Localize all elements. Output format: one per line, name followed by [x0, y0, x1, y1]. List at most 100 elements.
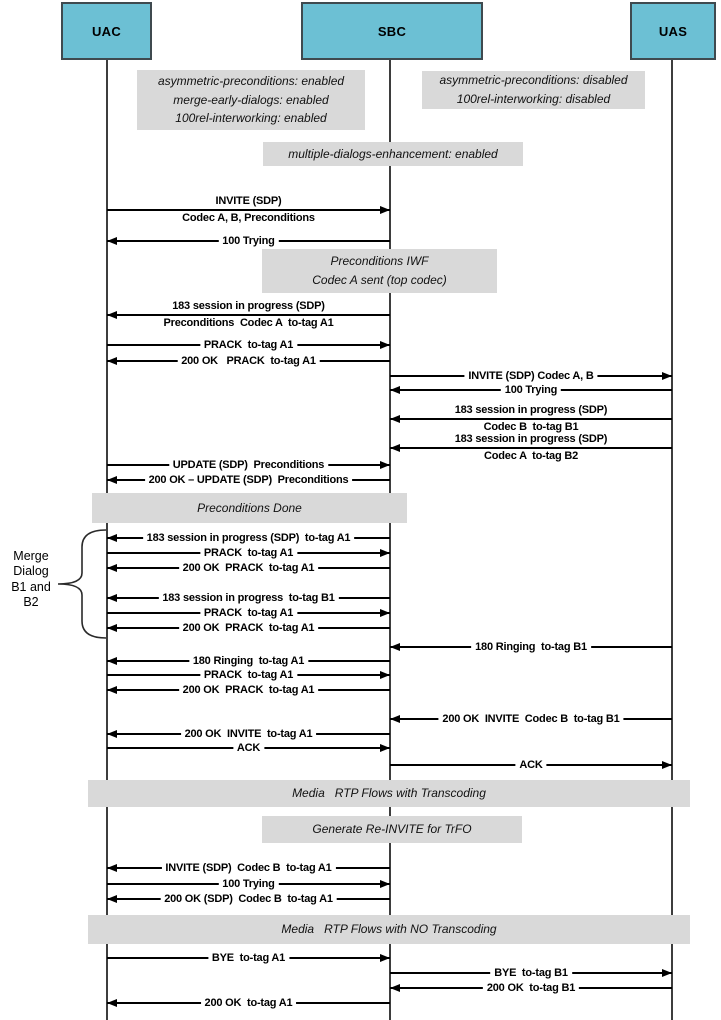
message-32-sbc-to-uac: 200 OK to-tag A1	[107, 996, 390, 1010]
message-25-sbc-to-uas: ACK	[390, 758, 672, 772]
arrowhead-icon	[380, 341, 390, 349]
message-line	[107, 314, 390, 316]
message-17-sbc-to-uac: 200 OK PRACK to-tag A1	[107, 621, 390, 635]
arrowhead-icon	[662, 761, 672, 769]
arrowhead-icon	[107, 999, 117, 1007]
message-8-uas-to-sbc: 183 session in progress (SDP) Codec B to-…	[390, 403, 672, 434]
merge-dialog-line: Dialog	[13, 564, 49, 579]
message-label: 183 session in progress (SDP)	[450, 432, 612, 445]
note-line: asymmetric-preconditions: enabled	[157, 74, 345, 89]
message-label2: Codec A, B, Preconditions	[178, 212, 319, 225]
message-16-uac-to-sbc: PRACK to-tag A1	[107, 606, 390, 620]
message-20-uac-to-sbc: PRACK to-tag A1	[107, 668, 390, 682]
message-line	[390, 418, 672, 420]
message-26-sbc-to-uac: INVITE (SDP) Codec B to-tag A1	[107, 861, 390, 875]
arrowhead-icon	[380, 206, 390, 214]
message-label: 183 session in progress (SDP) to-tag A1	[142, 531, 355, 545]
arrowhead-icon	[107, 864, 117, 872]
arrowhead-icon	[107, 237, 117, 245]
note-line: Generate Re-INVITE for TrFO	[312, 822, 472, 837]
message-label: ACK	[515, 758, 547, 772]
arrowhead-icon	[390, 444, 400, 452]
note-media-transcoding: Media RTP Flows with Transcoding	[88, 780, 690, 807]
arrowhead-icon	[107, 476, 117, 484]
message-label: 180 Ringing to-tag B1	[471, 640, 591, 654]
message-6-sbc-to-uas: INVITE (SDP) Codec A, B	[390, 369, 672, 383]
message-label: 200 OK to-tag A1	[200, 996, 297, 1010]
arrowhead-icon	[662, 372, 672, 380]
message-4-uac-to-sbc: PRACK to-tag A1	[107, 338, 390, 352]
arrowhead-icon	[107, 686, 117, 694]
message-label: INVITE (SDP)	[211, 194, 286, 207]
message-10-uac-to-sbc: UPDATE (SDP) Preconditions	[107, 458, 390, 472]
arrowhead-icon	[390, 386, 400, 394]
actor-sbc: SBC	[301, 2, 483, 60]
message-5-sbc-to-uac: 200 OK PRACK to-tag A1	[107, 354, 390, 368]
message-label: INVITE (SDP) Codec A, B	[464, 369, 598, 383]
message-3-sbc-to-uac: 183 session in progress (SDP)Preconditio…	[107, 299, 390, 330]
message-label: 200 OK INVITE Codec B to-tag B1	[438, 712, 624, 726]
message-line	[390, 447, 672, 449]
arrowhead-icon	[107, 564, 117, 572]
message-1-uac-to-sbc: INVITE (SDP) Codec A, B, Preconditions	[107, 194, 390, 225]
actor-uac: UAC	[61, 2, 152, 60]
note-line: Media RTP Flows with NO Transcoding	[281, 922, 497, 937]
message-21-sbc-to-uac: 200 OK PRACK to-tag A1	[107, 683, 390, 697]
message-label: 100 Trying	[500, 383, 562, 397]
message-27-uac-to-sbc: 100 Trying	[107, 877, 390, 891]
note-line: Preconditions IWF	[330, 254, 429, 269]
note-preconditions-iwf: Preconditions IWF Codec A sent (top codec…	[262, 249, 497, 293]
message-28-sbc-to-uac: 200 OK (SDP) Codec B to-tag A1	[107, 892, 390, 906]
message-label: 100 Trying	[218, 234, 279, 248]
message-label2: Codec B to-tag B1	[479, 421, 583, 434]
arrowhead-icon	[107, 657, 117, 665]
arrowhead-icon	[107, 624, 117, 632]
note-line: Codec A sent (top codec)	[312, 273, 447, 287]
actor-uas-label: UAS	[658, 23, 688, 39]
message-label: 200 OK (SDP) Codec B to-tag A1	[160, 892, 337, 906]
message-label: BYE to-tag B1	[490, 966, 572, 980]
lifeline-uas	[671, 60, 673, 1020]
message-label: 200 OK PRACK to-tag A1	[177, 354, 320, 368]
message-label: 183 session in progress to-tag B1	[158, 591, 339, 605]
message-label: INVITE (SDP) Codec B to-tag A1	[161, 861, 336, 875]
actor-sbc-label: SBC	[377, 23, 407, 39]
arrowhead-icon	[390, 984, 400, 992]
merge-dialog-line: B1 and	[11, 579, 51, 594]
message-15-sbc-to-uac: 183 session in progress to-tag B1	[107, 591, 390, 605]
message-9-uas-to-sbc: 183 session in progress (SDP)Codec A to-…	[390, 432, 672, 463]
note-line: Preconditions Done	[197, 500, 302, 515]
message-19-sbc-to-uac: 180 Ringing to-tag A1	[107, 654, 390, 668]
arrowhead-icon	[380, 954, 390, 962]
actor-uac-label: UAC	[91, 23, 122, 39]
merge-dialog-label: Merge Dialog B1 and B2	[4, 549, 58, 610]
arrowhead-icon	[107, 534, 117, 542]
message-label: 200 OK PRACK to-tag A1	[178, 621, 319, 635]
arrowhead-icon	[380, 609, 390, 617]
arrowhead-icon	[390, 415, 400, 423]
note-line: merge-early-dialogs: enabled	[173, 92, 329, 107]
note-line: 100rel-interworking: enabled	[175, 111, 327, 126]
arrowhead-icon	[390, 643, 400, 651]
arrowhead-icon	[390, 715, 400, 723]
note-generate-reinvite: Generate Re-INVITE for TrFO	[262, 816, 522, 843]
arrowhead-icon	[380, 671, 390, 679]
message-label2: Preconditions Codec A to-tag A1	[159, 317, 338, 330]
message-label: PRACK to-tag A1	[199, 546, 298, 560]
message-31-uas-to-sbc: 200 OK to-tag B1	[390, 981, 672, 995]
actor-uas: UAS	[630, 2, 716, 60]
message-label: BYE to-tag A1	[207, 951, 290, 965]
arrowhead-icon	[107, 357, 117, 365]
note-line: Media RTP Flows with Transcoding	[292, 786, 486, 801]
message-label: 183 session in progress (SDP)	[450, 403, 612, 416]
message-22-uas-to-sbc: 200 OK INVITE Codec B to-tag B1	[390, 712, 672, 726]
message-24-uac-to-sbc: ACK	[107, 741, 390, 755]
message-label: PRACK to-tag A1	[199, 668, 298, 682]
message-line	[107, 209, 390, 211]
message-2-sbc-to-uac: 100 Trying	[107, 234, 390, 248]
note-media-no-transcoding: Media RTP Flows with NO Transcoding	[88, 915, 690, 944]
note-line: asymmetric-preconditions: disabled	[439, 73, 628, 88]
message-label: 200 OK – UPDATE (SDP) Preconditions	[144, 473, 353, 487]
arrowhead-icon	[380, 549, 390, 557]
arrowhead-icon	[107, 594, 117, 602]
